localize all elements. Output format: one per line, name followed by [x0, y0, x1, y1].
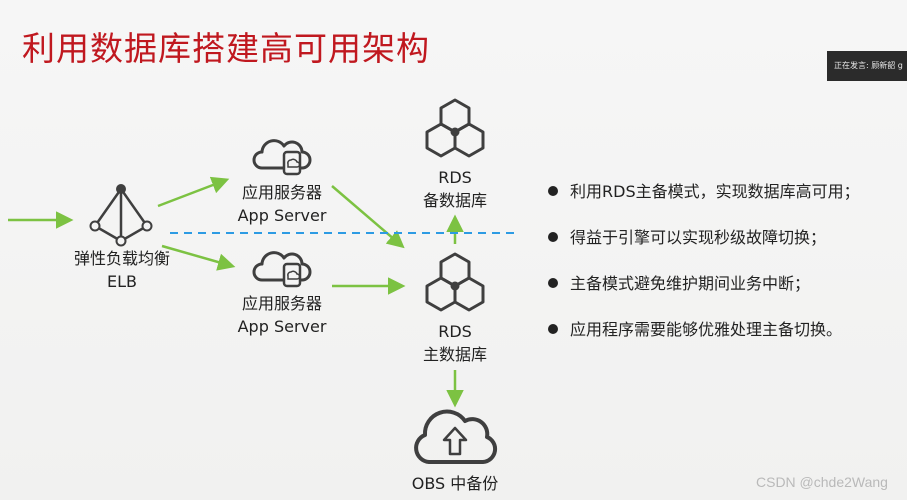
list-item: 应用程序需要能够优雅处理主备切换。 [548, 318, 860, 341]
speaking-indicator: 正在发言: 顾新韶 g [827, 51, 907, 81]
watermark: CSDN @chde2Wang [756, 474, 888, 490]
obs-cloud-upload-icon [414, 409, 498, 464]
app-server-2-label: 应用服务器 App Server [237, 294, 327, 336]
bullet-icon [548, 232, 558, 242]
arrow-elb-to-app1 [157, 176, 230, 208]
elb-icon [89, 184, 153, 247]
app-server-icon [252, 139, 312, 176]
rds-icon [425, 98, 485, 158]
rds-primary-label: RDS 主数据库 [422, 322, 487, 364]
bullet-icon [548, 186, 558, 196]
app-server-1-label: 应用服务器 App Server [237, 183, 327, 225]
bullet-icon [548, 324, 558, 334]
feature-list: 利用RDS主备模式，实现数据库高可用； 得益于引擎可以实现秒级故障切换； 主备模… [548, 180, 860, 364]
list-item: 主备模式避免维护期间业务中断； [548, 272, 860, 295]
rds-icon [425, 252, 485, 312]
obs-label: OBS 中备份 [411, 474, 499, 493]
rds-backup-label: RDS 备数据库 [422, 168, 487, 210]
app-server-icon [252, 251, 312, 288]
arrow-elb-to-app2 [161, 244, 236, 271]
list-item: 得益于引擎可以实现秒级故障切换； [548, 226, 860, 249]
bullet-icon [548, 278, 558, 288]
page-title: 利用数据库搭建高可用架构 [22, 29, 430, 68]
elb-label: 弹性负载均衡 ELB [73, 249, 170, 291]
list-item: 利用RDS主备模式，实现数据库高可用； [548, 180, 860, 203]
arrow-app1-to-rds-primary [331, 185, 405, 249]
